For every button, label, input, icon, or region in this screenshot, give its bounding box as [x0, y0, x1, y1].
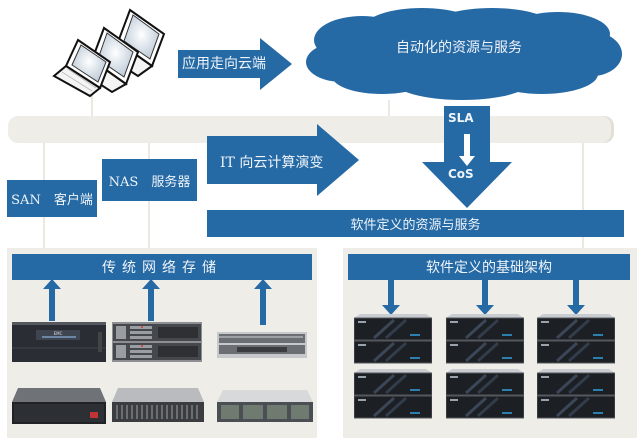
disk-enclosure	[112, 388, 204, 422]
sla-label: SLA	[448, 111, 474, 125]
cos-label: CoS	[448, 167, 474, 181]
rack-server-1u-double	[217, 332, 307, 358]
cloud-shape	[306, 8, 622, 100]
sdi-storage-unit	[446, 314, 524, 364]
connector-line-right	[582, 142, 584, 252]
laptop-icon-front	[52, 38, 112, 98]
sdi-storage-unit	[537, 369, 615, 419]
it-to-cloud-label: IT 向云计算演变	[220, 155, 324, 171]
sla-cos-down-arrow	[422, 106, 512, 208]
up-arrow-1	[43, 279, 61, 321]
app-to-cloud-arrow	[178, 38, 292, 90]
nas-server-box: NAS 服务器	[102, 159, 197, 201]
huawei-storage-array	[12, 388, 106, 424]
up-arrow-3	[254, 279, 272, 325]
rack-server-2u-double	[112, 322, 202, 362]
sla-to-cos-arrow-head	[459, 156, 475, 166]
app-to-cloud-label: 应用走向云端	[182, 56, 266, 72]
cloud-label: 自动化的资源与服务	[396, 40, 522, 56]
sdi-storage-unit	[354, 369, 432, 419]
connector-line-cloud	[388, 100, 390, 118]
sds-services-bar: 软件定义的资源与服务	[207, 210, 624, 237]
sla-to-cos-arrow-shaft	[464, 134, 470, 158]
svg-text:EMC: EMC	[54, 331, 63, 336]
down-arrow-1	[382, 279, 400, 315]
sdi-storage-unit	[446, 369, 524, 419]
connector-line-clients	[91, 90, 93, 118]
up-arrow-2	[142, 279, 160, 321]
down-arrow-2	[476, 279, 494, 315]
laptops-icon	[52, 8, 166, 98]
sdi-title: 软件定义的基础架构	[348, 254, 630, 280]
down-arrow-3	[567, 279, 585, 315]
it-to-cloud-arrow	[207, 124, 359, 196]
traditional-storage-title: 传统网络存储	[12, 254, 312, 280]
sdi-storage-unit	[354, 314, 432, 364]
emc-storage-array: EMC	[12, 322, 106, 362]
sdi-storage-unit	[537, 314, 615, 364]
storage-enclosure	[217, 390, 313, 422]
san-client-box: SAN 客户端	[7, 180, 97, 217]
